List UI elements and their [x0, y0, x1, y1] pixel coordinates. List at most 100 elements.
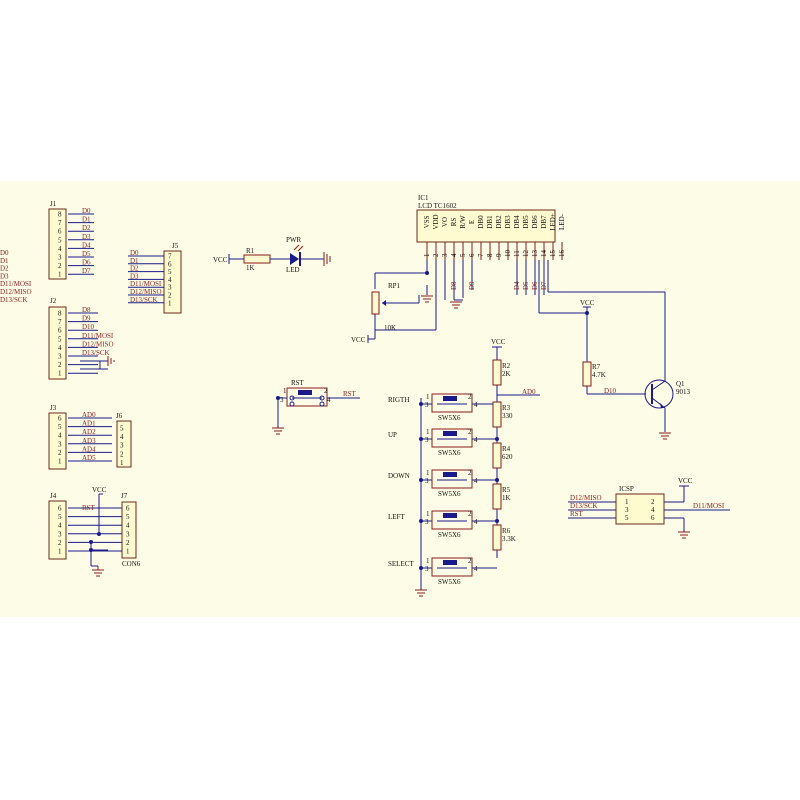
ground-symbol: [323, 252, 331, 266]
ground-symbol: [421, 295, 433, 303]
j2-net-label: D12/MISO: [82, 340, 114, 348]
j3-pin-number: 1: [58, 458, 62, 466]
j1-pin-number: 4: [58, 245, 62, 253]
j5-ref: J5: [172, 242, 179, 250]
key-switch[interactable]: [431, 510, 473, 530]
lcd-net-label: D4: [513, 281, 521, 290]
j5-net-label: D0: [130, 249, 139, 257]
j4-pin-number: 6: [58, 505, 62, 513]
j3-net-label: AD0: [82, 411, 96, 419]
j1-net-label: D3: [82, 233, 91, 241]
j4-pin-number: 5: [58, 513, 62, 521]
key-switch[interactable]: [431, 557, 473, 577]
j7-body: [121, 501, 137, 559]
j7-pin-number: 6: [126, 505, 130, 513]
j2-net-label: D9: [82, 315, 91, 323]
lcd-title: LCD TC1602: [418, 202, 457, 210]
q1-value: 9013: [676, 388, 691, 396]
r1-value: 1K: [246, 264, 255, 272]
j1-net-label: D2: [82, 224, 91, 232]
key-pin-label: 2: [468, 428, 472, 436]
j1-body: [48, 208, 67, 280]
lcd-pin-number: 10: [504, 250, 512, 258]
j4-pin-number: 1: [58, 548, 62, 556]
j5-pin-number: 3: [168, 284, 172, 292]
key-pin-label: 1: [426, 557, 430, 565]
j6-pin-number: 5: [120, 425, 124, 433]
r7-value: 4.7K: [592, 371, 606, 379]
key-name: SELECT: [388, 560, 414, 568]
power-led-circuit: VCC R1 1K PWR LED: [213, 236, 331, 274]
j1-pin-number: 5: [58, 236, 62, 244]
icsp-ref: ICSP: [619, 485, 634, 493]
key-name: LEFT: [388, 513, 405, 521]
key-pin-label: 4: [474, 565, 478, 573]
q1-transistor-icon: [644, 379, 674, 409]
led-value: LED: [286, 266, 300, 274]
j1-net-label: D0: [82, 207, 91, 215]
lcd-net-label: D9: [468, 281, 476, 290]
lcd-pin-number: 1: [423, 253, 431, 257]
resistor-value: 330: [502, 412, 513, 420]
key-pin-label: 2: [468, 393, 472, 401]
key-switch[interactable]: [431, 428, 473, 448]
rp1-potentiometer: RP1 10K VCC: [351, 282, 401, 344]
j1-pin-number: 6: [58, 228, 62, 236]
j1-pin-number: 1: [58, 271, 62, 279]
rp1-body: [371, 291, 380, 315]
j2-net-label: D13/SCK: [82, 349, 110, 357]
key-pin-label: 3: [425, 436, 429, 444]
lcd-pin-name: DB6: [531, 215, 539, 229]
key-name: RIGTH: [388, 396, 409, 404]
key-pin-label: 4: [474, 518, 478, 526]
ground-symbol: [272, 427, 284, 435]
j3-ref: J3: [50, 404, 57, 412]
lcd-pin-number: 16: [558, 250, 566, 258]
resistor-ref: R4: [502, 445, 511, 453]
icsp-pin-label: 5: [625, 514, 629, 522]
ground-symbol: [659, 432, 671, 440]
r7-resistor: [582, 361, 592, 387]
led-ref: PWR: [286, 236, 302, 244]
resistor-value: 620: [502, 453, 513, 461]
key-part: SW5X6: [438, 490, 461, 498]
r1-resistor: [243, 254, 271, 264]
lcd-pin-number: 11: [513, 250, 521, 257]
: D0: [0, 249, 9, 257]
key-switch[interactable]: [431, 393, 473, 413]
lcd-net-label: D5: [522, 281, 530, 290]
ground-symbol: [415, 589, 427, 597]
j1-net-label: D1: [82, 216, 91, 224]
key-switch[interactable]: [431, 469, 473, 489]
j6-ref: J6: [116, 412, 123, 420]
j3-net-label: AD5: [82, 454, 96, 462]
rp1-value: 10K: [384, 324, 396, 332]
lcd-pin-name: LED+: [549, 213, 557, 231]
j6-pin-number: 3: [120, 442, 124, 450]
j7-pin-number: 3: [126, 530, 130, 538]
lcd-pin-number: 6: [468, 253, 476, 257]
icsp-vcc-label: VCC: [678, 477, 693, 485]
j4-rst-net: RST: [82, 504, 96, 512]
j5-pin-number: 7: [168, 253, 172, 261]
keys-vcc-label: VCC: [491, 338, 506, 346]
j2-net-label: D10: [82, 323, 95, 331]
resistor-ref: R2: [502, 362, 511, 370]
lcd-pin-name: LED-: [558, 213, 566, 230]
lcd-pin-name: R/W: [459, 215, 467, 229]
resistor-value: 2K: [502, 370, 511, 378]
lcd-pin-number: 12: [522, 250, 530, 258]
resistor-ref: R6: [502, 527, 511, 535]
key-pin-label: 4: [474, 401, 478, 409]
resistor-value: 1K: [502, 494, 511, 502]
ground-symbol: [92, 566, 104, 577]
j3-pin-number: 6: [58, 415, 62, 423]
icsp-net-miso: D12/MISO: [570, 494, 602, 502]
